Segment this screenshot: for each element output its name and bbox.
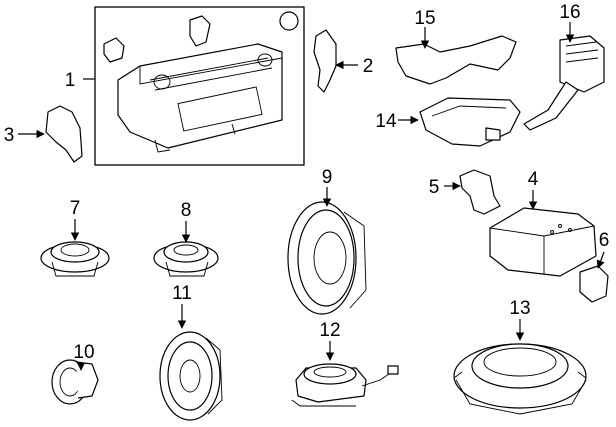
part-13-speaker (453, 343, 587, 415)
callout-8: 8 (181, 200, 192, 221)
part-11-speaker (159, 331, 223, 421)
part-5-bracket (459, 169, 501, 215)
callout-4: 4 (528, 169, 539, 190)
callout-11: 11 (172, 283, 192, 304)
callout-13: 13 (509, 298, 530, 319)
part-4-module (489, 207, 597, 277)
callout-7: 7 (70, 198, 81, 219)
part-2-bracket (313, 29, 337, 93)
callout-5: 5 (429, 177, 440, 198)
part-1-receiver (103, 11, 299, 153)
part-6-bracket (579, 265, 609, 303)
callout-12: 12 (319, 320, 340, 341)
callout-3: 3 (4, 125, 15, 146)
callout-10: 10 (73, 342, 94, 363)
part-12-speaker (291, 363, 399, 407)
part-7-speaker (40, 241, 110, 277)
part-10-speaker (51, 359, 99, 405)
callout-15: 15 (414, 8, 435, 29)
callout-2: 2 (363, 56, 374, 77)
part-16-amplifier (523, 35, 605, 131)
assembly-frame (94, 6, 305, 166)
part-8-speaker (153, 241, 219, 277)
callout-9: 9 (322, 167, 333, 188)
callout-16: 16 (559, 2, 580, 23)
callout-1: 1 (65, 70, 76, 91)
part-3-bracket (45, 105, 83, 163)
part-15-bracket (395, 35, 517, 85)
part-9-speaker (287, 201, 367, 315)
part-14-housing (419, 97, 521, 147)
callout-14: 14 (375, 111, 397, 132)
callout-6: 6 (599, 230, 610, 251)
